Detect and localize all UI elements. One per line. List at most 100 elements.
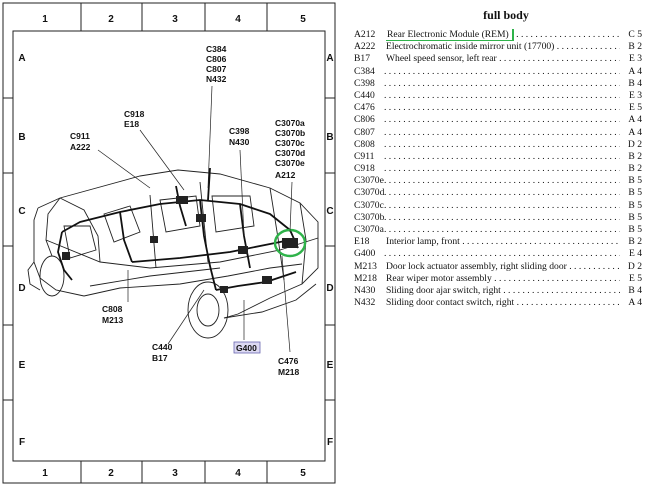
component-description-text: Sliding door contact switch, right — [386, 297, 515, 309]
callout-line: C476 — [278, 356, 299, 366]
callout-line: M213 — [102, 315, 124, 325]
callout-line: B17 — [152, 353, 168, 363]
col-label: 5 — [300, 14, 306, 25]
grid-location: B 5 — [620, 199, 642, 212]
row-label: C — [18, 206, 25, 217]
callout-c398: C398 N430 — [229, 126, 250, 147]
index-row: C808D 2 — [350, 138, 642, 151]
callout-line: C3070b — [275, 128, 305, 138]
component-description — [384, 175, 620, 187]
index-row: C3070c B 5 — [350, 199, 642, 212]
component-description: Rear Electronic Module (REM) — [386, 29, 620, 42]
grid-location: B 2 — [620, 41, 642, 54]
callout-c918: C918 E18 — [124, 109, 145, 129]
col-label: 1 — [42, 468, 48, 479]
grid-location: E 3 — [620, 89, 642, 103]
callout-line: N430 — [229, 137, 250, 147]
callout-line: C440 — [152, 342, 173, 352]
component-description: Rear wiper motor assembly — [386, 273, 620, 285]
component-code: M213 — [354, 260, 377, 272]
grid-location: B 2 — [620, 163, 642, 176]
component-description-text: Door lock actuator assembly, right slidi… — [386, 260, 567, 272]
row-labels-left: A B C D E F — [18, 53, 25, 448]
component-code: C3070c — [354, 199, 384, 211]
component-code: N430 — [354, 284, 376, 296]
component-description — [384, 139, 620, 151]
component-description — [384, 78, 620, 90]
index-row: C3070dB 5 — [350, 187, 642, 200]
row-label: E — [19, 360, 26, 371]
callout-line: C807 — [206, 64, 227, 74]
component-code: C440 — [354, 89, 375, 101]
component-description: Interior lamp, front — [386, 236, 620, 248]
grid-location: E 5 — [620, 102, 642, 115]
component-code: C3070e — [354, 175, 384, 187]
index-row: C806A 4 — [350, 114, 642, 127]
callout-line: C384 — [206, 44, 227, 54]
component-description — [384, 187, 620, 199]
col-label: 1 — [42, 14, 48, 25]
index-row: C440 E 3 — [350, 89, 642, 103]
col-label: 3 — [172, 468, 178, 479]
grid-location: E 3 — [620, 53, 642, 66]
column-labels-bottom: 1 2 3 4 5 — [42, 468, 306, 479]
callout-line: G400 — [236, 343, 257, 353]
row-labels-right: A B C D E F — [326, 53, 333, 448]
callout-g400: G400 — [233, 341, 261, 354]
component-code: B17 — [354, 53, 370, 65]
component-description-text: Rear Electronic Module (REM) — [386, 29, 514, 42]
col-label: 3 — [172, 14, 178, 25]
row-label: A — [326, 53, 333, 64]
row-label: B — [18, 132, 25, 143]
column-labels-top: 1 2 3 4 5 — [42, 14, 306, 25]
grid-location: D 2 — [620, 138, 642, 151]
callout-line: C3070a — [275, 118, 305, 128]
index-row: G400E 4 — [350, 248, 642, 261]
g400-highlight-box — [233, 341, 261, 354]
index-row: C3070e B 5 — [350, 175, 642, 188]
index-row: C476E 5 — [350, 102, 642, 115]
component-description-text: Sliding door ajar switch, right — [386, 284, 501, 296]
callout-c911: C911 A222 — [70, 131, 91, 152]
index-row: C384A 4 — [350, 65, 642, 78]
callout-leaders — [97, 85, 293, 353]
component-code: C918 — [354, 163, 375, 175]
grid-location: B 5 — [620, 175, 642, 188]
component-code: C398 — [354, 77, 375, 89]
component-description-text: Interior lamp, front — [386, 236, 460, 248]
component-code: A212 — [354, 29, 376, 40]
component-description — [384, 224, 620, 236]
callout-line: C3070e — [275, 158, 305, 168]
grid-location: A 4 — [620, 297, 642, 310]
component-description — [384, 212, 620, 224]
row-label: D — [326, 283, 333, 294]
grid-location: A 4 — [620, 126, 642, 139]
grid-location: B 2 — [620, 236, 642, 249]
callout-line: N432 — [206, 74, 227, 84]
component-description: Sliding door contact switch, right — [386, 297, 620, 309]
component-code: G400 — [354, 248, 376, 260]
col-label: 5 — [300, 468, 306, 479]
grid-location: B 2 — [620, 150, 642, 164]
index-title: full body — [483, 8, 529, 22]
callout-line: E18 — [124, 119, 139, 129]
row-label: E — [327, 360, 334, 371]
component-code: C911 — [354, 150, 375, 162]
row-label: C — [326, 206, 333, 217]
component-index: full body A212 Rear Electronic Module (RE… — [350, 8, 642, 310]
callout-line: C398 — [229, 126, 250, 136]
col-label: 2 — [108, 468, 114, 479]
component-description — [384, 90, 620, 102]
grid-location: E 5 — [620, 272, 642, 285]
component-code: C3070b — [354, 211, 385, 223]
component-description: Wheel speed sensor, left rear — [386, 53, 620, 65]
component-description — [384, 200, 620, 212]
index-row: C918 B 2 — [350, 163, 642, 176]
diagram-outer-frame — [2, 2, 336, 484]
grid-location: A 4 — [620, 65, 642, 78]
callout-line: C3070c — [275, 138, 305, 148]
